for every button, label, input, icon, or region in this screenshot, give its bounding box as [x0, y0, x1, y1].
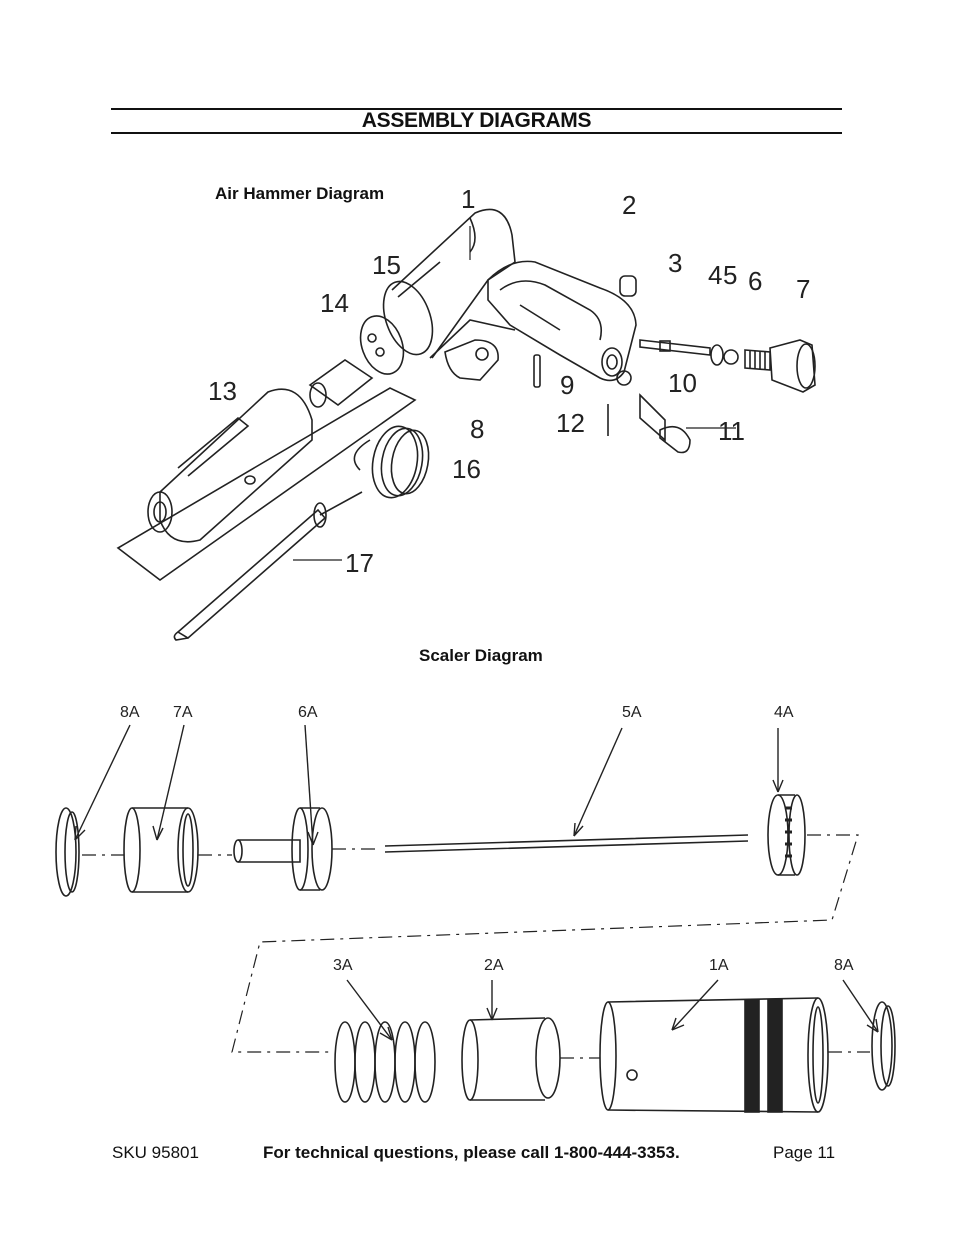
part-piston-14 [308, 359, 374, 408]
part-pin-2 [619, 275, 637, 297]
part-trigger-8 [444, 339, 499, 381]
part-spring-6 [744, 349, 771, 371]
part-washer-4 [710, 344, 724, 366]
part-oring-10 [616, 370, 632, 386]
callout-5: 5 [723, 260, 737, 290]
air-hammer-diagram [116, 208, 816, 641]
callout-14: 14 [320, 288, 349, 318]
footer-tech-support: For technical questions, please call 1-8… [263, 1143, 680, 1162]
callout-15: 15 [372, 250, 401, 280]
center-lines [82, 834, 870, 1059]
part-body-1a [599, 997, 829, 1113]
callout-3: 3 [668, 248, 682, 278]
part-roll-pin-9 [533, 354, 541, 388]
callout-1a: 1A [709, 957, 729, 974]
top-rule [111, 108, 842, 110]
part-valve-stem-3 [639, 339, 711, 356]
callout-12: 12 [556, 408, 585, 438]
callout-5a: 5A [622, 704, 642, 721]
callout-2a: 2A [484, 957, 504, 974]
footer-sku: SKU 95801 [112, 1143, 199, 1162]
scaler-label: Scaler Diagram [419, 646, 543, 665]
part-body [382, 208, 637, 382]
air-hammer-label: Air Hammer Diagram [215, 184, 385, 203]
callout-1: 1 [461, 184, 475, 214]
part-spring-3a [334, 1021, 436, 1103]
callout-3a: 3A [333, 957, 353, 974]
scaler-diagram [55, 724, 896, 1113]
callout-2: 2 [622, 190, 636, 220]
scaler-callouts: 8A 7A 6A 5A 4A 3A 2A 1A 8A [120, 704, 854, 974]
footer-page-number: Page 11 [773, 1143, 836, 1162]
part-ball-5 [723, 349, 739, 365]
air-hammer-callouts: 1 2 3 4 5 6 7 8 9 10 11 12 13 14 15 16 1… [208, 184, 810, 578]
part-ring-8a-left [55, 807, 80, 897]
part-ring-8a-right [871, 1001, 896, 1091]
callout-11: 11 [718, 416, 745, 446]
callout-17: 17 [345, 548, 374, 578]
part-inlet-7 [769, 339, 816, 393]
part-piston-6a [233, 807, 333, 891]
callout-8a-left: 8A [120, 704, 140, 721]
part-rod-5a [384, 834, 749, 853]
callout-9: 9 [560, 370, 574, 400]
callout-7a: 7A [173, 704, 193, 721]
callout-8a-right: 8A [834, 957, 854, 974]
bottom-rule [111, 132, 842, 134]
leader-arrows [74, 724, 879, 1041]
callout-7: 7 [796, 274, 810, 304]
part-retainer-spring-16 [353, 425, 430, 499]
barrel-plate [116, 387, 417, 581]
callout-6: 6 [748, 266, 762, 296]
page-title: ASSEMBLY DIAGRAMS [361, 109, 592, 132]
part-regulator-11 [639, 393, 691, 454]
callout-10: 10 [668, 368, 697, 398]
callout-8: 8 [470, 414, 484, 444]
part-guide-4a [767, 794, 806, 876]
part-endplate-15 [359, 315, 405, 375]
part-barrel-13 [147, 388, 313, 543]
part-chisel-17 [173, 491, 363, 641]
part-bushing-2a [461, 1017, 561, 1101]
callout-4a: 4A [774, 704, 794, 721]
callout-6a: 6A [298, 704, 318, 721]
part-sleeve-7a [123, 807, 199, 893]
callout-13: 13 [208, 376, 237, 406]
callout-4: 4 [708, 260, 722, 290]
callout-16: 16 [452, 454, 481, 484]
